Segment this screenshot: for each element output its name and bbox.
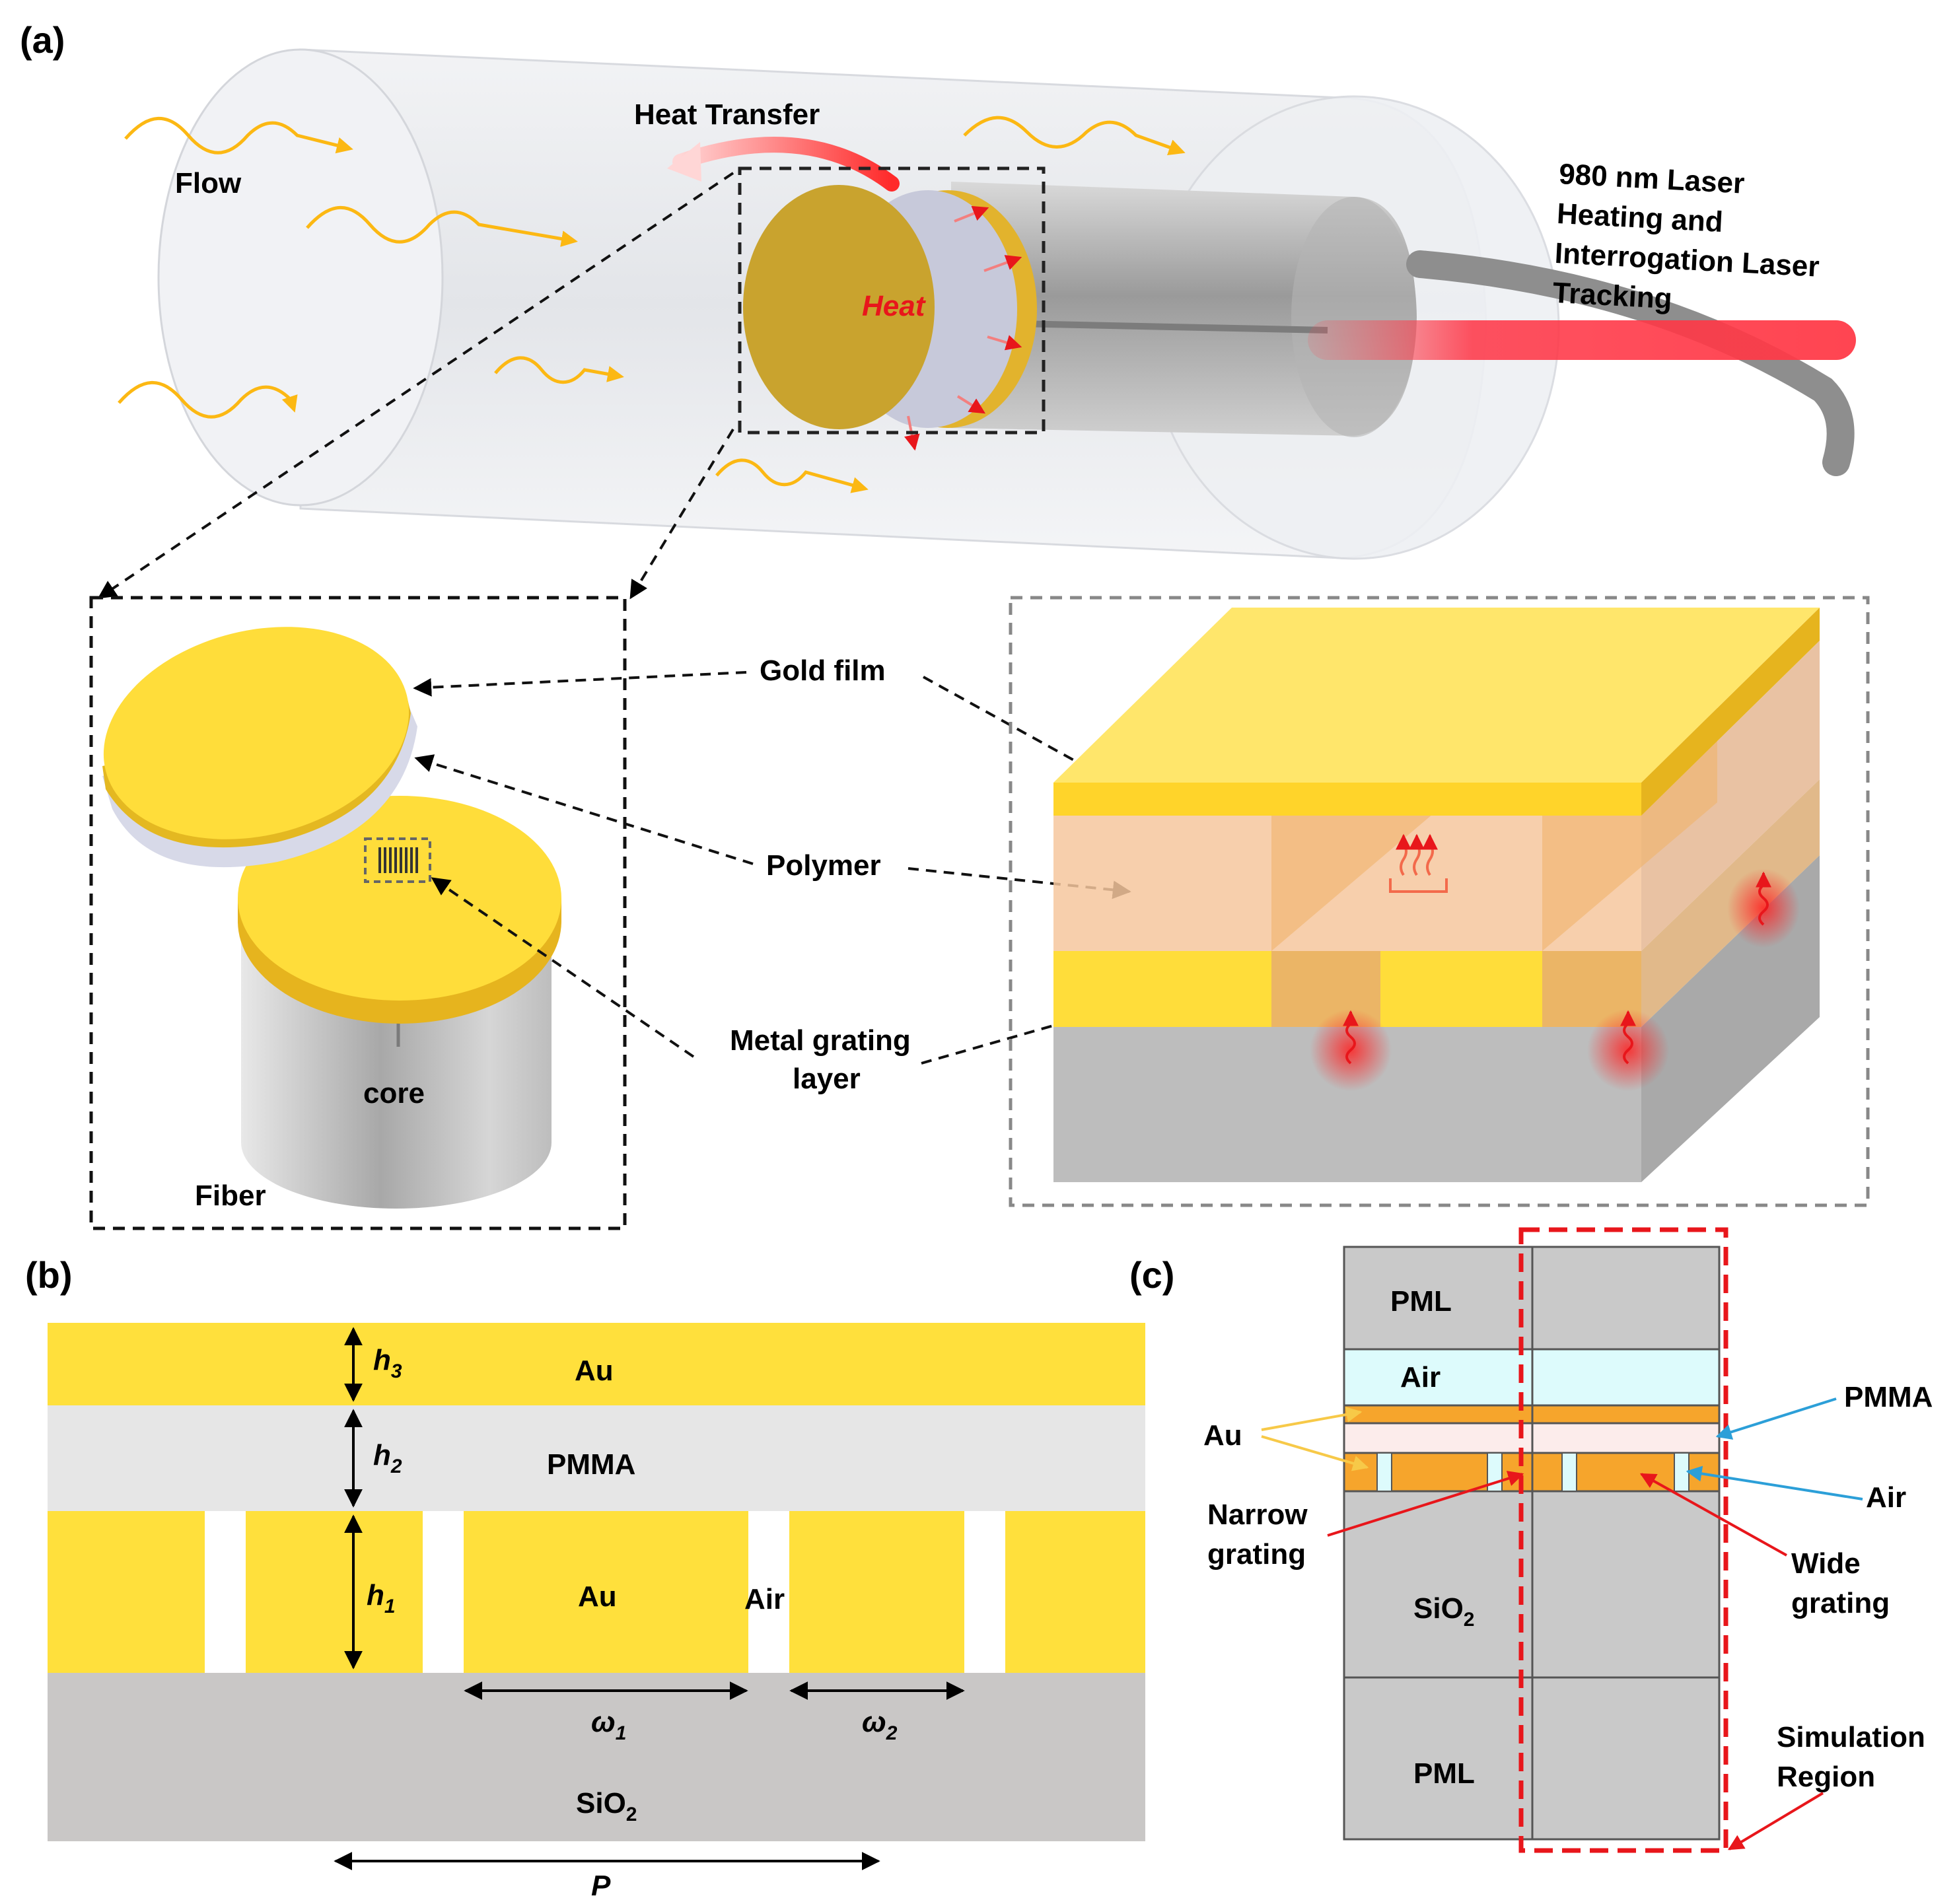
panel-b: (b) h3 h2 h1 Au PMMA Au Air ω1 ω2 SiO2 <box>25 1254 1145 1902</box>
air-gaps <box>205 1511 1005 1673</box>
simulation-region-box <box>1518 1227 1728 1853</box>
core-label: core <box>363 1077 425 1110</box>
wide-grating-label-1: Wide <box>1791 1547 1861 1580</box>
au-pointer-top <box>1261 1407 1363 1431</box>
panel-c: (c) PML Air SiO2 PML PMMA Au Air Narrow … <box>1129 1227 1933 1853</box>
fiber-inset-box <box>89 596 627 1230</box>
pmma-layer <box>48 1405 1145 1511</box>
grating-air-gaps <box>1376 1452 1690 1492</box>
flow-label: Flow <box>175 167 242 199</box>
au-top-layer <box>48 1323 1145 1405</box>
detached-layers <box>102 627 417 868</box>
sim-region-pointer <box>1727 1792 1824 1851</box>
w2-label: ω2 <box>862 1706 898 1744</box>
air-label: Air <box>744 1583 785 1615</box>
zoom-line-right <box>629 428 734 600</box>
metal-grating-label-1: Metal grating <box>730 1024 911 1057</box>
grating-icon <box>364 837 431 883</box>
period-label: P <box>591 1870 611 1902</box>
heat-label: Heat <box>862 290 927 322</box>
svg-text:Heating and: Heating and <box>1556 197 1724 238</box>
h3-label: h3 <box>373 1344 402 1382</box>
laser-beam <box>1308 320 1856 360</box>
pmma-c-label: PMMA <box>1844 1381 1933 1413</box>
sio2-c-label: SiO2 <box>1413 1592 1474 1631</box>
h1-label: h1 <box>367 1579 396 1617</box>
panel-b-label: (b) <box>25 1254 73 1296</box>
h2-label: h2 <box>373 1439 402 1477</box>
heat-source-icon <box>1389 833 1448 893</box>
panel-a: (a) <box>20 19 1870 1230</box>
gold-film-label: Gold film <box>760 654 886 687</box>
sim-region-label-1: Simulation <box>1777 1721 1925 1753</box>
pmma-label: PMMA <box>547 1448 635 1481</box>
au-top-label: Au <box>575 1355 614 1387</box>
air-top-label: Air <box>1400 1361 1441 1393</box>
gold-film-pointer-left <box>413 671 747 697</box>
layer-stack-3d <box>1053 608 1820 1182</box>
pml-top-label: PML <box>1390 1285 1452 1318</box>
metal-grating-label-2: layer <box>793 1063 861 1095</box>
narrow-grating-label-1: Narrow <box>1207 1499 1308 1531</box>
polymer-label: Polymer <box>766 849 881 882</box>
au-c-label: Au <box>1203 1419 1242 1452</box>
wide-grating-label-2: grating <box>1791 1587 1890 1619</box>
fiber-label: Fiber <box>195 1180 266 1212</box>
heat-transfer-label: Heat Transfer <box>634 98 820 131</box>
sio2-substrate <box>48 1673 1145 1841</box>
svg-text:Interrogation Laser: Interrogation Laser <box>1554 237 1820 283</box>
flow-arrows <box>118 116 1186 493</box>
panel-a-label: (a) <box>20 19 65 61</box>
panel-c-label: (c) <box>1129 1254 1174 1296</box>
wide-pointer <box>1639 1473 1787 1557</box>
air-c-label: Air <box>1866 1481 1906 1514</box>
au-grating-label: Au <box>578 1580 617 1613</box>
zoom-line-left <box>97 172 734 599</box>
layer-inset-box <box>1009 596 1870 1207</box>
pmma-pointer <box>1715 1397 1837 1440</box>
au-pointer-bottom <box>1261 1435 1369 1471</box>
zoom-box <box>738 166 1046 435</box>
narrow-grating-label-2: grating <box>1207 1538 1306 1570</box>
svg-text:Tracking: Tracking <box>1552 277 1673 315</box>
sio2-label: SiO2 <box>576 1787 637 1825</box>
polymer-pointer-left <box>414 754 754 865</box>
sim-region-label-2: Region <box>1777 1761 1875 1793</box>
w1-label: ω1 <box>591 1706 626 1744</box>
pml-bottom-label: PML <box>1413 1757 1475 1790</box>
narrow-pointer <box>1327 1471 1524 1537</box>
sensor-head <box>743 185 1037 429</box>
laser-label: 980 nm Laser Heating and Interrogation L… <box>1552 158 1820 315</box>
air-pointer <box>1686 1465 1863 1500</box>
svg-text:980 nm Laser: 980 nm Laser <box>1558 158 1745 200</box>
